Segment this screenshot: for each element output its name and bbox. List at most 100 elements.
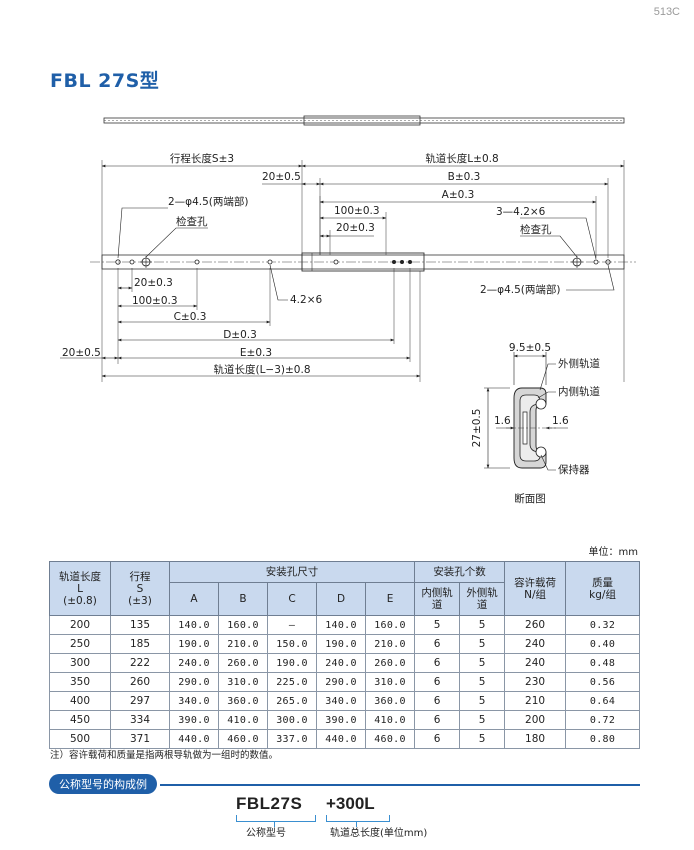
section-thickness-right: 1.6 xyxy=(552,415,569,427)
table-cell: 0.56 xyxy=(565,672,641,692)
header-stroke: 行程 S (±3) xyxy=(110,561,170,616)
section-height: 27±0.5 xyxy=(471,409,483,448)
dim-b: B±0.3 xyxy=(448,171,481,183)
header-mass-unit: kg/组 xyxy=(589,588,616,601)
header-col-c: C xyxy=(267,582,317,616)
dim-20-bottom: 20±0.3 xyxy=(134,277,173,289)
closed-rail-top-view xyxy=(103,115,625,126)
table-cell: 390.0 xyxy=(316,710,366,730)
table-cell: 0.40 xyxy=(565,634,641,654)
header-outer-rail: 外侧轨道 xyxy=(459,582,506,616)
dim-rail-length: 轨道长度L±0.8 xyxy=(425,152,498,165)
header-inner-rail: 内侧轨道 xyxy=(414,582,461,616)
table-cell: 200 xyxy=(504,710,567,730)
spec-table: 轨道长度 L (±0.8) 行程 S (±3) 安装孔尺寸 安装孔个数 容许载荷… xyxy=(49,561,641,749)
table-cell: 350 xyxy=(49,672,111,692)
header-stroke-text: 行程 xyxy=(129,570,151,583)
dim-100-top: 100±0.3 xyxy=(334,205,380,217)
model-code: FBL27S xyxy=(236,794,303,813)
dim-rail-l3: 轨道长度(L−3)±0.8 xyxy=(213,363,310,376)
table-cell: 260.0 xyxy=(218,653,268,673)
table-cell: 297 xyxy=(110,691,170,711)
table-cell: 5 xyxy=(459,653,506,673)
table-cell: 6 xyxy=(414,710,461,730)
inspect-hole-left: 检查孔 xyxy=(176,215,208,228)
table-cell: 222 xyxy=(110,653,170,673)
slide-rail-drawing: 行程长度S±3 轨道长度L±0.8 20±0.5 B±0.3 A±0.3 2—φ… xyxy=(60,115,636,505)
table-cell: 337.0 xyxy=(267,729,317,749)
header-col-d: D xyxy=(316,582,366,616)
header-rail-sym: L xyxy=(77,582,83,595)
label-retainer: 保持器 xyxy=(558,463,590,476)
section-thickness-left: 1.6 xyxy=(494,415,511,427)
section-divider xyxy=(160,784,640,786)
section-caption: 断面图 xyxy=(514,492,546,505)
table-cell: 210 xyxy=(504,691,567,711)
header-rail-length: 轨道长度 L (±0.8) xyxy=(49,561,111,616)
header-mass-text: 质量 xyxy=(592,576,614,589)
model-bracket xyxy=(236,815,316,822)
table-cell: 290.0 xyxy=(169,672,219,692)
table-cell: 5 xyxy=(459,634,506,654)
suffix-bracket xyxy=(326,815,390,822)
table-cell: 390.0 xyxy=(169,710,219,730)
table-cell: 140.0 xyxy=(316,615,366,635)
table-cell: 334 xyxy=(110,710,170,730)
hole-callout-left: 2—φ4.5(两端部) xyxy=(168,195,249,208)
slot-callout: 4.2×6 xyxy=(290,294,322,306)
table-cell: — xyxy=(267,615,317,635)
table-cell: 6 xyxy=(414,672,461,692)
table-cell: 190.0 xyxy=(169,634,219,654)
table-cell: 150.0 xyxy=(267,634,317,654)
header-hole-count: 安装孔个数 xyxy=(414,561,506,583)
table-cell: 230 xyxy=(504,672,567,692)
table-cell: 5 xyxy=(459,729,506,749)
table-cell: 340.0 xyxy=(316,691,366,711)
table-cell: 310.0 xyxy=(364,672,416,692)
section-width: 9.5±0.5 xyxy=(509,342,551,354)
model-suffix: +300L xyxy=(326,794,375,813)
table-cell: 0.64 xyxy=(565,691,641,711)
header-load-unit: N/组 xyxy=(524,588,547,601)
table-cell: 500 xyxy=(49,729,111,749)
table-cell: 210.0 xyxy=(218,634,268,654)
hole-callout-3: 3—4.2×6 xyxy=(496,206,546,218)
table-cell: 240.0 xyxy=(316,653,366,673)
table-cell: 440.0 xyxy=(316,729,366,749)
label-inner-rail: 内侧轨道 xyxy=(558,385,600,398)
suffix-bracket-tick xyxy=(356,821,357,827)
table-cell: 240 xyxy=(504,653,567,673)
header-col-a: A xyxy=(169,582,219,616)
header-stroke-tol: (±3) xyxy=(128,594,152,607)
table-cell: 6 xyxy=(414,729,461,749)
header-load-text: 容许载荷 xyxy=(514,576,557,589)
dim-a: A±0.3 xyxy=(442,189,475,201)
model-caption: 公称型号 xyxy=(246,828,286,839)
dim-20-top: 20±0.3 xyxy=(336,222,375,234)
table-cell: 440.0 xyxy=(169,729,219,749)
dim-offset-bottom: 20±0.5 xyxy=(62,347,101,359)
cross-section-view: 9.5±0.5 外侧轨道 内侧轨道 1.6 1.6 27±0.5 保持器 断面图 xyxy=(471,342,600,505)
table-cell: 400 xyxy=(49,691,111,711)
table-cell: 135 xyxy=(110,615,170,635)
table-cell: 410.0 xyxy=(218,710,268,730)
table-cell: 160.0 xyxy=(218,615,268,635)
table-cell: 6 xyxy=(414,653,461,673)
header-load: 容许载荷 N/组 xyxy=(504,561,567,616)
table-cell: 185 xyxy=(110,634,170,654)
table-cell: 190.0 xyxy=(267,653,317,673)
table-cell: 5 xyxy=(414,615,461,635)
extended-rail xyxy=(90,252,636,272)
page-title: FBL 27S型 xyxy=(50,70,160,92)
table-cell: 200 xyxy=(49,615,111,635)
page-number: 513C xyxy=(653,6,680,18)
dim-c: C±0.3 xyxy=(174,311,207,323)
dim-stroke: 行程长度S±3 xyxy=(170,152,234,165)
table-cell: 0.80 xyxy=(565,729,641,749)
header-col-e: E xyxy=(364,582,416,616)
table-cell: 450 xyxy=(49,710,111,730)
